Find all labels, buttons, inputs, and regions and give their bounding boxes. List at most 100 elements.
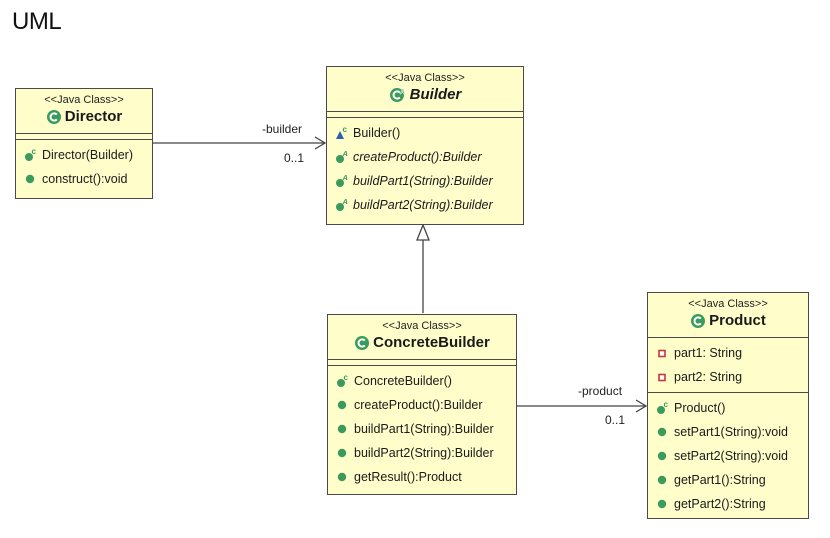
- field-private-icon: [656, 370, 670, 384]
- operation-text: buildPart1(String):Builder: [354, 422, 494, 436]
- operation-text: buildPart2(String):Builder: [353, 198, 493, 212]
- class-name: ConcreteBuilder: [373, 334, 490, 351]
- operations-section: c Director(Builder) construct():void: [16, 140, 152, 194]
- class-header: <<Java Class>> Director: [16, 89, 152, 134]
- method-abstract-icon: A: [335, 150, 349, 164]
- class-name-row: Director: [46, 107, 123, 127]
- operation-row[interactable]: c ConcreteBuilder(): [328, 369, 516, 393]
- svg-text:A: A: [342, 150, 348, 158]
- constructor-public-icon: c: [336, 374, 350, 388]
- class-header: <<Java Class>> ConcreteBuilder: [328, 315, 516, 360]
- method-public-icon: [656, 425, 670, 439]
- operation-text: ConcreteBuilder(): [354, 374, 452, 388]
- association-role-product: -product: [578, 384, 623, 398]
- method-public-icon: [336, 446, 350, 460]
- operation-row[interactable]: c Director(Builder): [16, 143, 152, 167]
- operation-text: construct():void: [42, 172, 128, 186]
- operation-text: getResult():Product: [354, 470, 462, 484]
- association-arrowhead-builder: [314, 136, 327, 150]
- association-role-builder: -builder: [262, 122, 303, 136]
- operations-section: c Product() setPart1(String):void setPart2(…: [648, 393, 808, 519]
- class-name-row: ConcreteBuilder: [354, 333, 490, 353]
- operation-text: createProduct():Builder: [353, 150, 482, 164]
- abstract-class-icon: A: [389, 87, 407, 103]
- association-multiplicity-builder: 0..1: [284, 151, 305, 165]
- operation-row[interactable]: c Product(): [648, 396, 808, 420]
- class-director[interactable]: <<Java Class>> Director c Director(Builder)…: [15, 88, 153, 199]
- operation-text: buildPart2(String):Builder: [354, 446, 494, 460]
- class-icon: [354, 335, 370, 351]
- operation-row[interactable]: createProduct():Builder: [328, 393, 516, 417]
- class-header: <<Java Class>> Product: [648, 293, 808, 338]
- class-header: <<Java Class>> A Builder: [327, 67, 523, 112]
- svg-text:c: c: [344, 374, 349, 382]
- operation-row[interactable]: setPart1(String):void: [648, 420, 808, 444]
- class-name-row: Product: [690, 311, 766, 331]
- svg-text:c: c: [32, 148, 37, 156]
- method-abstract-icon: A: [335, 174, 349, 188]
- association-arrowhead-product: [635, 399, 648, 413]
- attribute-row[interactable]: part1: String: [648, 341, 808, 365]
- class-stereotype: <<Java Class>>: [382, 320, 462, 332]
- class-stereotype: <<Java Class>>: [385, 72, 465, 84]
- operation-row[interactable]: getPart2():String: [648, 492, 808, 516]
- operation-text: buildPart1(String):Builder: [353, 174, 493, 188]
- operation-row[interactable]: buildPart2(String):Builder: [328, 441, 516, 465]
- method-public-icon: [24, 172, 38, 186]
- operations-section: c ConcreteBuilder() createProduct():Builde…: [328, 366, 516, 492]
- operation-row[interactable]: getResult():Product: [328, 465, 516, 489]
- constructor-public-icon: c: [24, 148, 38, 162]
- method-public-icon: [656, 497, 670, 511]
- class-icon: [690, 313, 706, 329]
- constructor-protected-icon: c: [335, 126, 349, 140]
- svg-text:c: c: [664, 401, 669, 409]
- class-name: Builder: [409, 86, 462, 103]
- generalization-arrowhead: [416, 223, 430, 241]
- class-stereotype: <<Java Class>>: [44, 94, 124, 106]
- operation-row[interactable]: buildPart1(String):Builder: [328, 417, 516, 441]
- method-public-icon: [336, 398, 350, 412]
- class-name-row: A Builder: [389, 85, 462, 105]
- method-abstract-icon: A: [335, 198, 349, 212]
- class-concrete-builder[interactable]: <<Java Class>> ConcreteBuilder c ConcreteBu…: [327, 314, 517, 495]
- class-stereotype: <<Java Class>>: [688, 298, 768, 310]
- operation-text: Builder(): [353, 126, 401, 140]
- operation-row[interactable]: getPart1():String: [648, 468, 808, 492]
- operation-text: getPart1():String: [674, 473, 766, 487]
- operation-text: setPart2(String):void: [674, 449, 788, 463]
- operation-text: createProduct():Builder: [354, 398, 483, 412]
- operation-text: setPart1(String):void: [674, 425, 788, 439]
- field-private-icon: [656, 346, 670, 360]
- operation-row[interactable]: c Builder(): [327, 121, 523, 145]
- constructor-public-icon: c: [656, 401, 670, 415]
- svg-text:c: c: [343, 126, 348, 134]
- class-name: Product: [709, 312, 766, 329]
- method-public-icon: [336, 470, 350, 484]
- operation-text: Product(): [674, 401, 726, 415]
- method-public-icon: [656, 473, 670, 487]
- page-title: UML: [12, 8, 62, 35]
- attribute-row[interactable]: part2: String: [648, 365, 808, 389]
- svg-text:A: A: [342, 174, 348, 182]
- class-icon: [46, 109, 62, 125]
- svg-text:A: A: [342, 198, 348, 206]
- attributes-section: [16, 134, 152, 140]
- operation-row[interactable]: setPart2(String):void: [648, 444, 808, 468]
- operation-text: Director(Builder): [42, 148, 133, 162]
- operation-row[interactable]: construct():void: [16, 167, 152, 191]
- svg-text:A: A: [399, 89, 405, 96]
- method-public-icon: [336, 422, 350, 436]
- attributes-section: [327, 112, 523, 118]
- method-public-icon: [656, 449, 670, 463]
- class-name: Director: [64, 108, 123, 125]
- operation-text: getPart2():String: [674, 497, 766, 511]
- association-multiplicity-product: 0..1: [605, 413, 626, 427]
